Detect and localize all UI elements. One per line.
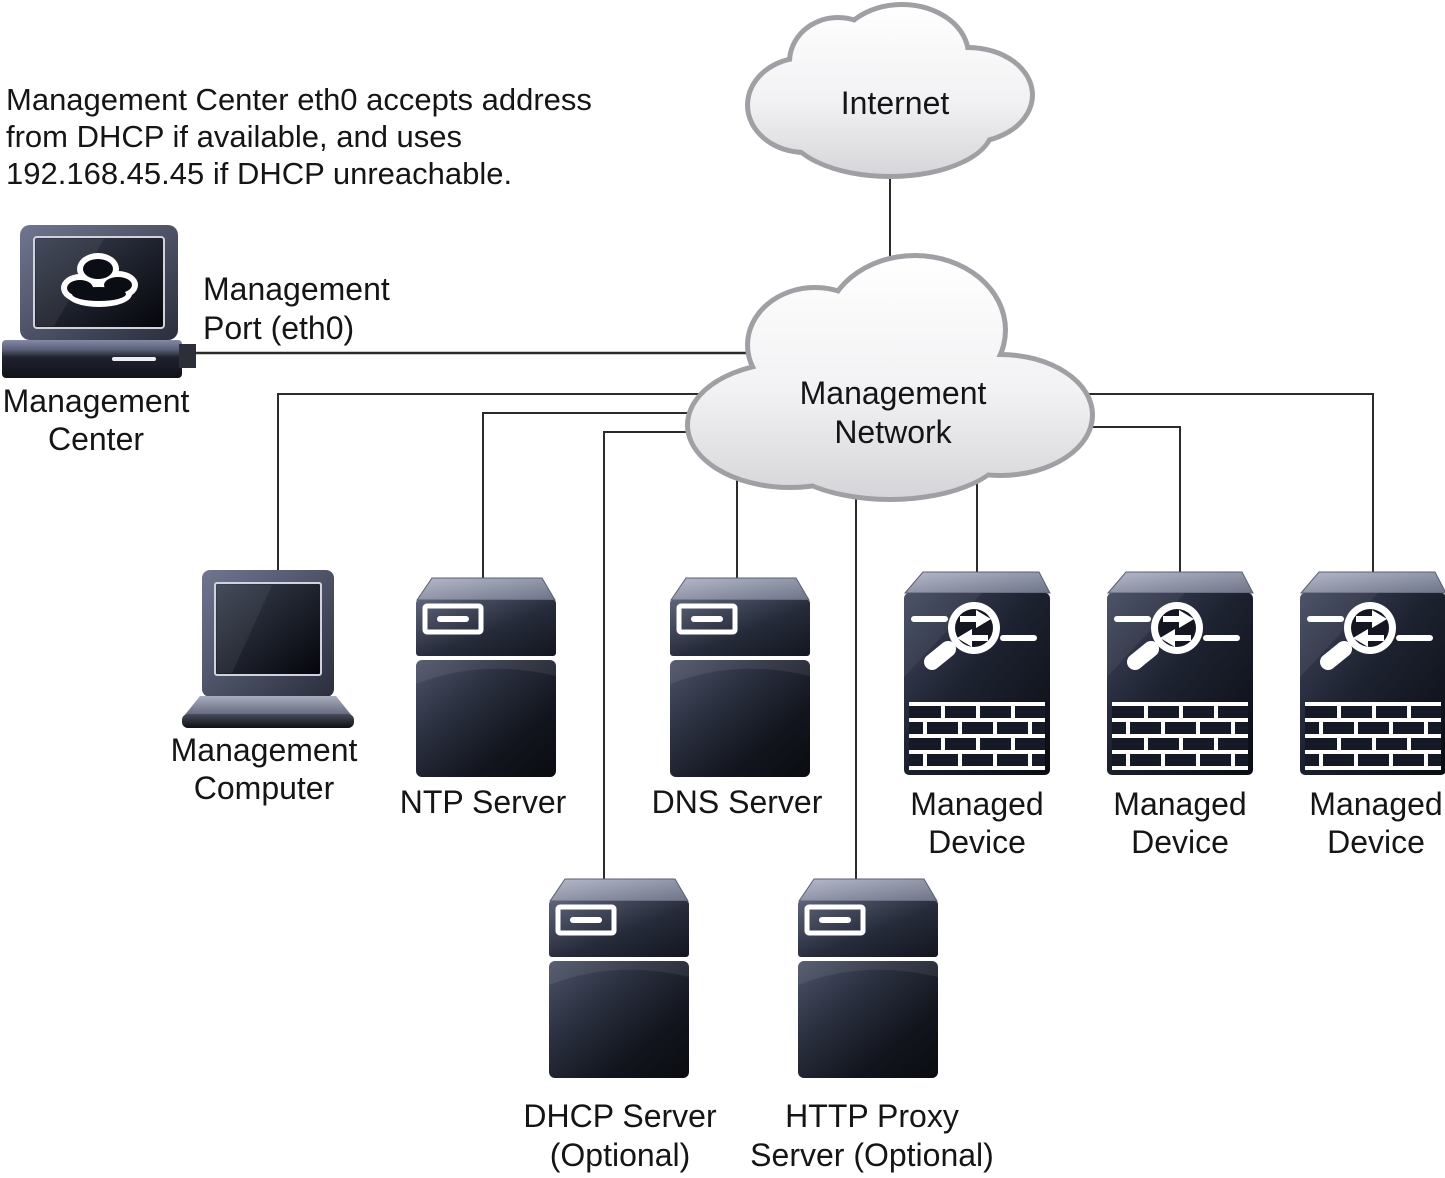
dhcp-server-label-line2: (Optional) [550, 1137, 691, 1173]
http-proxy-server-label-line1: HTTP Proxy [785, 1098, 959, 1134]
laptop-screen [214, 582, 322, 676]
management-computer-label-line1: Management [171, 732, 358, 768]
dhcp-server-label-line1: DHCP Server [523, 1098, 717, 1134]
managed-device-3-label-line2: Device [1327, 824, 1425, 860]
management-computer-icon [182, 570, 354, 728]
laptop-deck [184, 696, 352, 716]
internet-cloud-fill [750, 7, 1030, 174]
management-center-label-line1: Management [3, 383, 190, 419]
dns-server-icon [670, 578, 810, 777]
laptop-screen-gloss [217, 585, 272, 673]
link-management-computer-to-network [277, 393, 800, 580]
ntp-server-label: NTP Server [400, 784, 567, 820]
link-managed-device-3-to-network [1000, 393, 1374, 578]
management-port-label-line2: Port (eth0) [203, 310, 354, 346]
management-network-label-line1: Management [800, 375, 987, 411]
managed-device-2-label-line2: Device [1131, 824, 1229, 860]
management-port-label-line1: Management [203, 271, 390, 307]
dns-server-label: DNS Server [652, 784, 823, 820]
desktop-base-slit [112, 357, 156, 361]
node-labels: Management Port (eth0) Management Center… [3, 271, 1443, 1173]
managed-device-1-label-line1: Managed [910, 786, 1043, 822]
managed-device-2-label-line1: Managed [1113, 786, 1246, 822]
management-computer-label-line2: Computer [194, 770, 335, 806]
managed-device-3-label-line1: Managed [1309, 786, 1442, 822]
laptop-front-lip [182, 714, 354, 728]
annotation-line2: from DHCP if available, and uses [6, 119, 462, 154]
managed-device-1-label-line2: Device [928, 824, 1026, 860]
annotation-line1: Management Center eth0 accepts address [6, 82, 592, 117]
internet-label: Internet [841, 85, 950, 121]
screen-cloud-icon [61, 253, 138, 307]
dhcp-server-icon [549, 879, 689, 1078]
managed-device-2-icon [1107, 572, 1253, 775]
managed-device-1-icon [904, 572, 1050, 775]
internet-cloud-icon: Internet [745, 2, 1035, 179]
management-center-icon [2, 225, 196, 378]
annotation-note: Management Center eth0 accepts address f… [6, 82, 592, 191]
http-proxy-server-icon [798, 879, 938, 1078]
annotation-line3: 192.168.45.45 if DHCP unreachable. [6, 156, 512, 191]
http-proxy-server-label-line2: Server (Optional) [750, 1137, 994, 1173]
management-center-label-line2: Center [48, 421, 144, 457]
managed-device-3-icon [1300, 572, 1445, 775]
management-network-label-line2: Network [834, 414, 952, 450]
ntp-server-icon [416, 578, 556, 777]
desktop-base [2, 340, 182, 378]
management-network-cloud-icon: Management Network [685, 253, 1095, 502]
eth0-port-connector [179, 344, 196, 368]
management-network-cloud-fill [690, 258, 1090, 497]
